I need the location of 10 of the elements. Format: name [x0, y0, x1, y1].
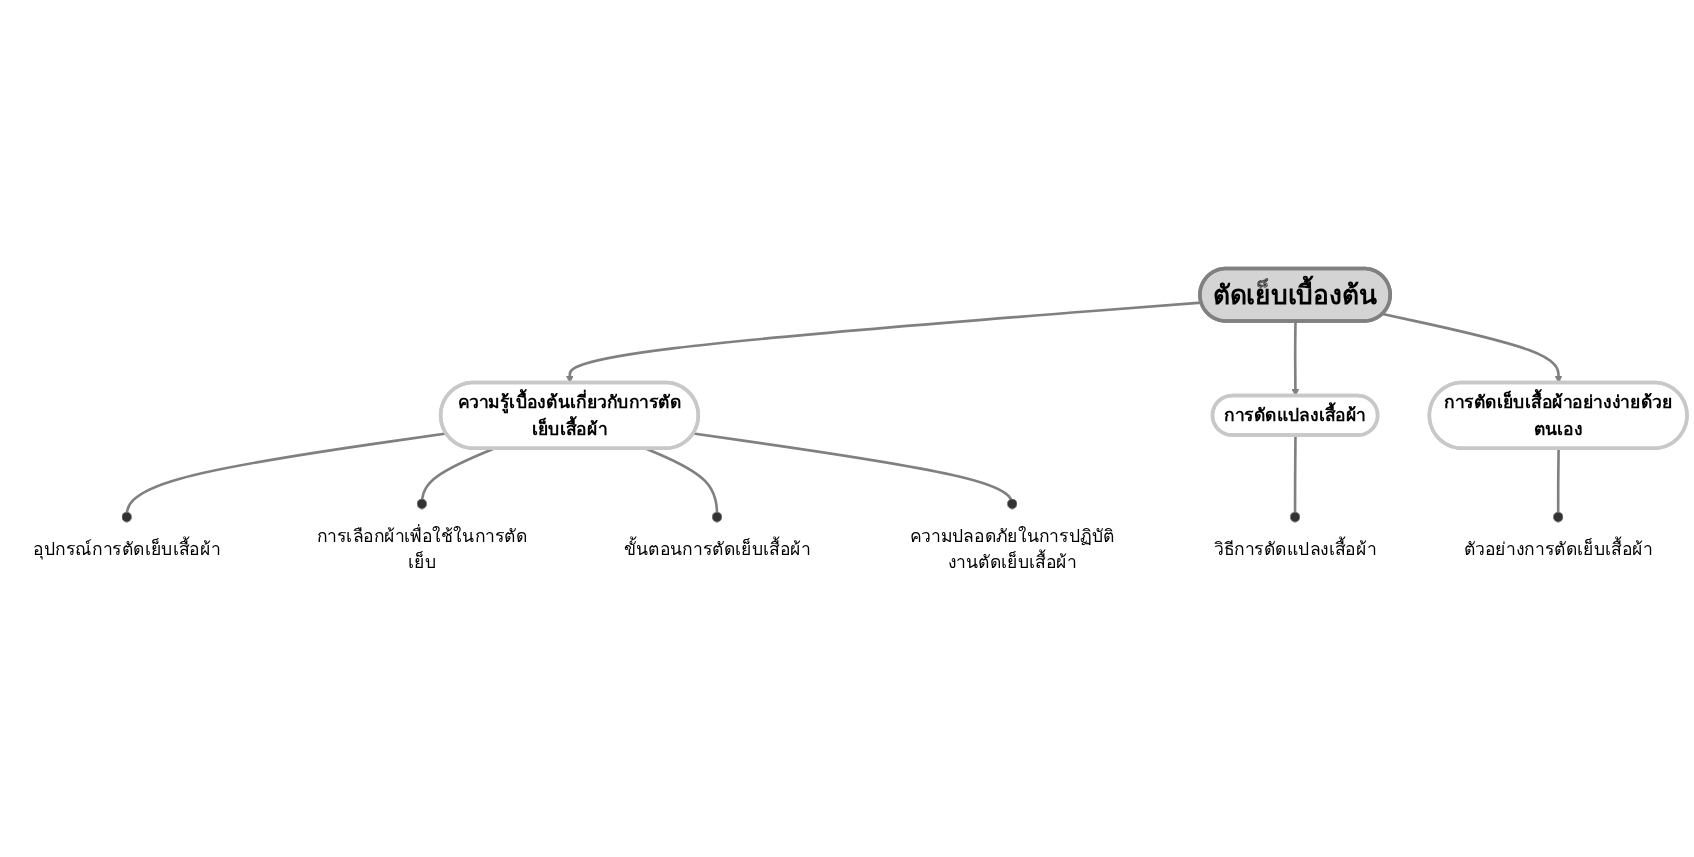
node-text: ความปลอดภัยในการปฏิบัติงานตัดเย็บเสื้อผ้า	[910, 525, 1115, 573]
node-text: อุปกรณ์การตัดเย็บเสื้อผ้า	[33, 538, 221, 560]
node-text: การเลือกผ้าเพื่อใช้ในการตัดเย็บ	[316, 525, 528, 573]
connector	[1289, 435, 1301, 523]
node-text: ขั้นตอนการตัดเย็บเสื้อผ้า	[623, 538, 811, 560]
node-text: วิธีการดัดแปลงเสื้อผ้า	[1213, 538, 1377, 560]
connector	[693, 432, 1018, 510]
connector	[1552, 448, 1564, 523]
connector	[121, 432, 447, 523]
node-text: ตัวอย่างการตัดเย็บเสื้อผ้า	[1463, 538, 1653, 560]
